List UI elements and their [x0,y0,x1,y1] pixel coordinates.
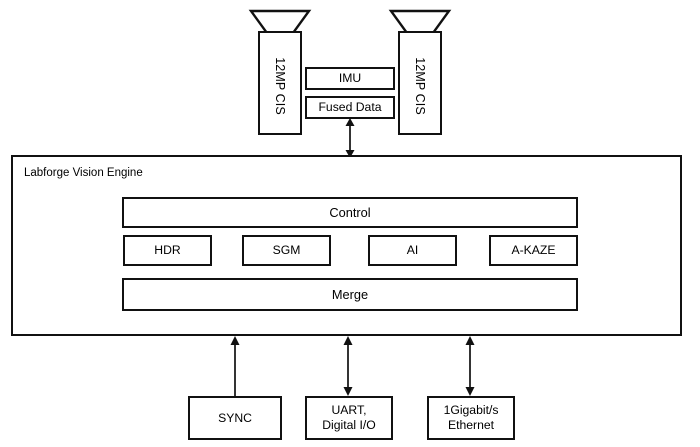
right-camera-label: 12MP CIS [413,57,427,115]
interface-label-line: 1Gigabit/s [443,403,499,418]
control-block: Control [122,197,578,228]
fused-data-box: Fused Data [305,96,395,119]
left-camera-body [258,31,302,135]
ethernet-to-engine-arrow [465,336,475,396]
imu-box: IMU [305,67,395,90]
right-camera-body [398,31,442,135]
sync-to-engine-arrow [230,336,240,396]
engine-title: Labforge Vision Engine [24,167,143,179]
merge-block: Merge [122,278,578,311]
interface-label-line: SYNC [218,410,252,425]
left-camera-label: 12MP CIS [273,57,287,115]
block-ai: AI [368,235,457,266]
block-sgm: SGM [242,235,331,266]
interface-label-line: UART, [331,403,367,418]
interface-label-line: Ethernet [447,418,495,432]
block-hdr: HDR [123,235,212,266]
uart-to-engine-arrow [343,336,353,396]
fused-data-to-engine-arrow [345,118,355,158]
interface-box-ethernet: 1Gigabit/s Ethernet [427,396,515,440]
interface-box-uart: UART, Digital I/O [305,396,393,440]
interface-box-sync: SYNC [188,396,282,440]
interface-label-line: Digital I/O [322,418,376,432]
block-a-kaze: A-KAZE [489,235,578,266]
